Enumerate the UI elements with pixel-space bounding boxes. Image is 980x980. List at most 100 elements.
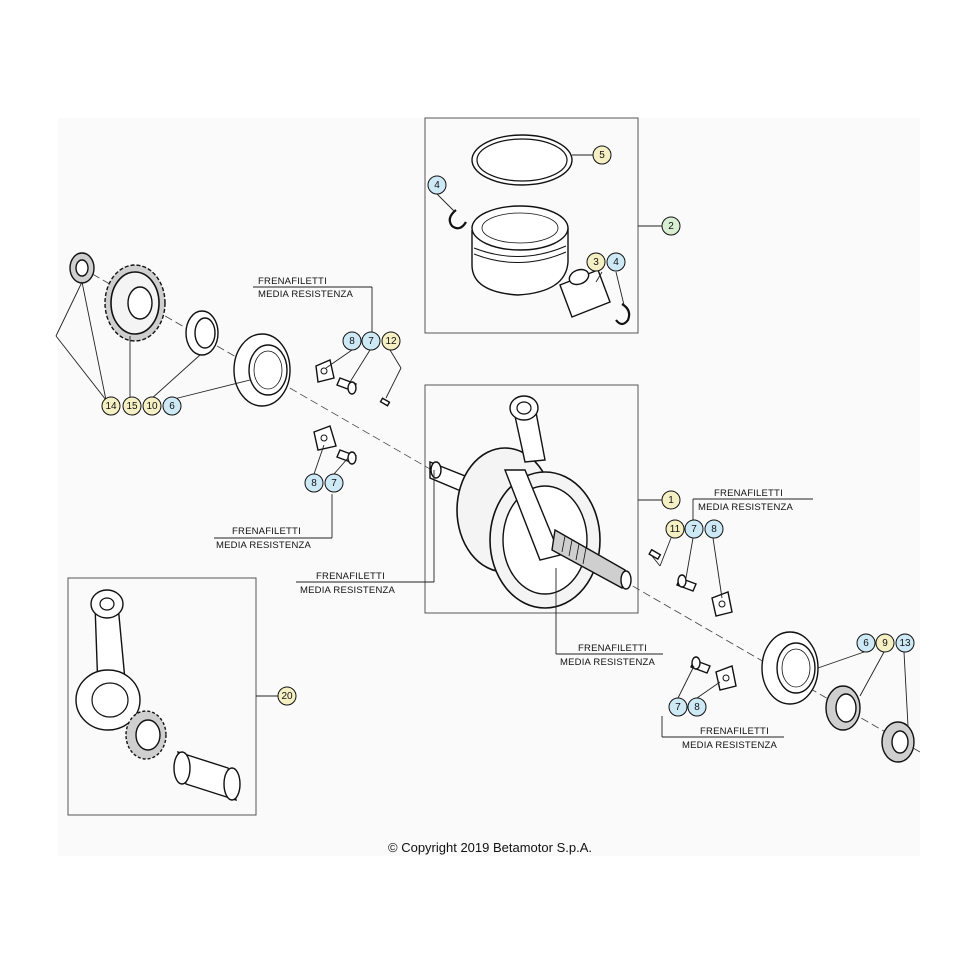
callout-circle (856, 633, 876, 653)
callout-13: 13 (895, 633, 915, 653)
connecting-rod (75, 589, 141, 731)
callout-circle (122, 396, 142, 416)
needle-bearing (125, 710, 167, 760)
note-middle: FRENAFILETTI MEDIA RESISTENZA (300, 571, 395, 596)
callout-label: 9 (882, 638, 888, 649)
bearing-right (761, 631, 819, 705)
callout-circle (606, 252, 626, 272)
callout-label: 13 (899, 638, 911, 649)
key-11 (648, 548, 662, 561)
piston (471, 205, 569, 296)
note-right: FRENAFILETTI MEDIA RESISTENZA (698, 488, 794, 513)
callout-7: 7 (324, 473, 344, 493)
callout-label: 7 (691, 524, 697, 535)
callout-1: 1 (661, 490, 681, 510)
callout-label: 6 (169, 401, 175, 412)
callout-circle (592, 145, 612, 165)
callout-label: 10 (146, 401, 158, 412)
callout-circle (668, 697, 688, 717)
callout-circle (361, 331, 381, 351)
callout-7: 7 (668, 697, 688, 717)
callout-11: 11 (665, 519, 685, 539)
note-leaders (214, 286, 813, 738)
callout-circle (661, 216, 681, 236)
callout-circle (687, 697, 707, 717)
note-left: FRENAFILETTI MEDIA RESISTENZA (216, 526, 312, 551)
leader-lines (55, 154, 909, 727)
callout-4: 4 (427, 175, 447, 195)
callout-label: 8 (311, 478, 317, 489)
callout-circle (304, 473, 324, 493)
callout-14: 14 (101, 396, 121, 416)
lock-plate-lower (313, 425, 337, 451)
callout-circle (665, 519, 685, 539)
callout-label: 2 (668, 221, 674, 232)
note-line-2: MEDIA RESISTENZA (216, 540, 312, 551)
screw-upper (336, 377, 357, 395)
note-top: FRENAFILETTI MEDIA RESISTENZA (258, 276, 353, 300)
lock-plate-right-lower (715, 665, 737, 691)
note-line-1: FRENAFILETTI (578, 643, 647, 654)
note-line-1: FRENAFILETTI (714, 488, 783, 499)
note-line-1: FRENAFILETTI (316, 571, 385, 582)
gear (104, 264, 166, 342)
callout-circle (684, 519, 704, 539)
callout-circle (142, 396, 162, 416)
callout-label: 4 (434, 180, 440, 191)
callout-label: 20 (281, 691, 293, 702)
note-center: FRENAFILETTI MEDIA RESISTENZA (560, 643, 656, 668)
callout-6: 6 (162, 396, 182, 416)
note-lower-right: FRENAFILETTI MEDIA RESISTENZA (682, 726, 778, 751)
callout-5: 5 (592, 145, 612, 165)
callout-7: 7 (361, 331, 381, 351)
screw-lower (336, 449, 357, 465)
callout-label: 7 (331, 478, 337, 489)
piston-circlip-right (615, 303, 631, 326)
callout-label: 12 (385, 336, 397, 347)
callout-circle (324, 473, 344, 493)
note-line-1: FRENAFILETTI (700, 726, 769, 737)
callout-circle (661, 490, 681, 510)
note-line-2: MEDIA RESISTENZA (560, 657, 656, 668)
callout-20: 20 (277, 686, 297, 706)
copyright-notice: © Copyright 2019 Betamotor S.p.A. (388, 840, 592, 855)
piston-ring (471, 134, 573, 186)
callout-8: 8 (704, 519, 724, 539)
nut-right (881, 721, 915, 763)
note-line-2: MEDIA RESISTENZA (682, 740, 778, 751)
bearing-left (233, 333, 291, 407)
note-line-1: FRENAFILETTI (258, 276, 327, 287)
callout-label: 8 (349, 336, 355, 347)
oil-seal-right (825, 685, 861, 731)
callout-4: 4 (606, 252, 626, 272)
callout-circle (586, 252, 606, 272)
screw-right-lower (690, 656, 711, 674)
callout-label: 6 (863, 638, 869, 649)
callout-label: 15 (126, 401, 138, 412)
crankshaft (429, 395, 632, 609)
callout-7: 7 (684, 519, 704, 539)
callout-label: 7 (675, 702, 681, 713)
callout-circle (704, 519, 724, 539)
callout-circle (381, 331, 401, 351)
callout-8: 8 (304, 473, 324, 493)
callout-3: 3 (586, 252, 606, 272)
piston-group-box (424, 117, 639, 334)
callout-8: 8 (342, 331, 362, 351)
callout-circle (895, 633, 915, 653)
oil-seal-left (185, 310, 219, 356)
callout-9: 9 (875, 633, 895, 653)
callout-label: 14 (105, 401, 117, 412)
callout-15: 15 (122, 396, 142, 416)
callout-label: 4 (613, 257, 619, 268)
conrod-group-box (67, 577, 257, 816)
note-line-2: MEDIA RESISTENZA (698, 502, 794, 513)
piston-circlip-left (448, 209, 467, 230)
callout-label: 8 (711, 524, 717, 535)
dowel-pin-12 (379, 397, 391, 407)
crankshaft-group-box (424, 384, 639, 614)
callout-label: 8 (694, 702, 700, 713)
crank-pin (173, 750, 241, 802)
